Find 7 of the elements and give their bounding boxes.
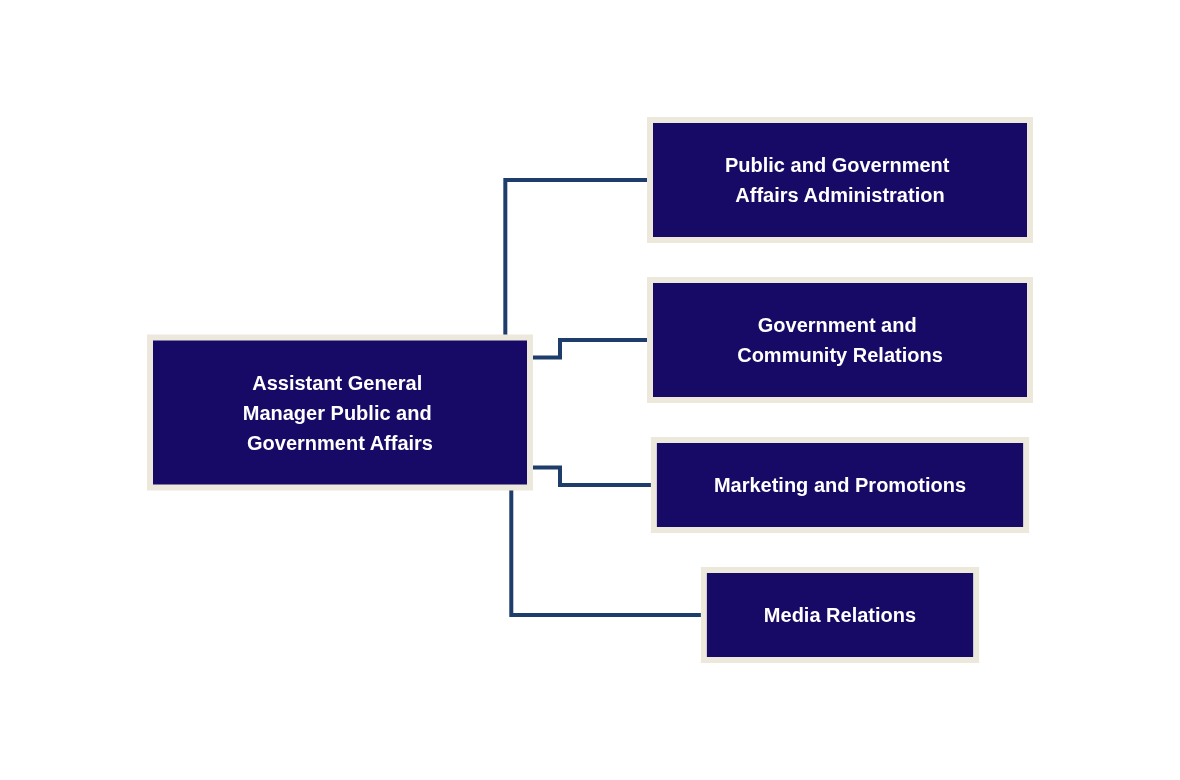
node-box: Media Relations (700, 567, 980, 663)
node-box: Marketing and Promotions (650, 437, 1030, 533)
node-box: Assistant General Manager Public and Government Affairs (147, 334, 533, 491)
connector (530, 465, 654, 487)
node-box: Public and Government Affairs Administration (647, 117, 1033, 243)
node-box: Government and Community Relations (647, 277, 1033, 403)
connector (530, 338, 650, 360)
